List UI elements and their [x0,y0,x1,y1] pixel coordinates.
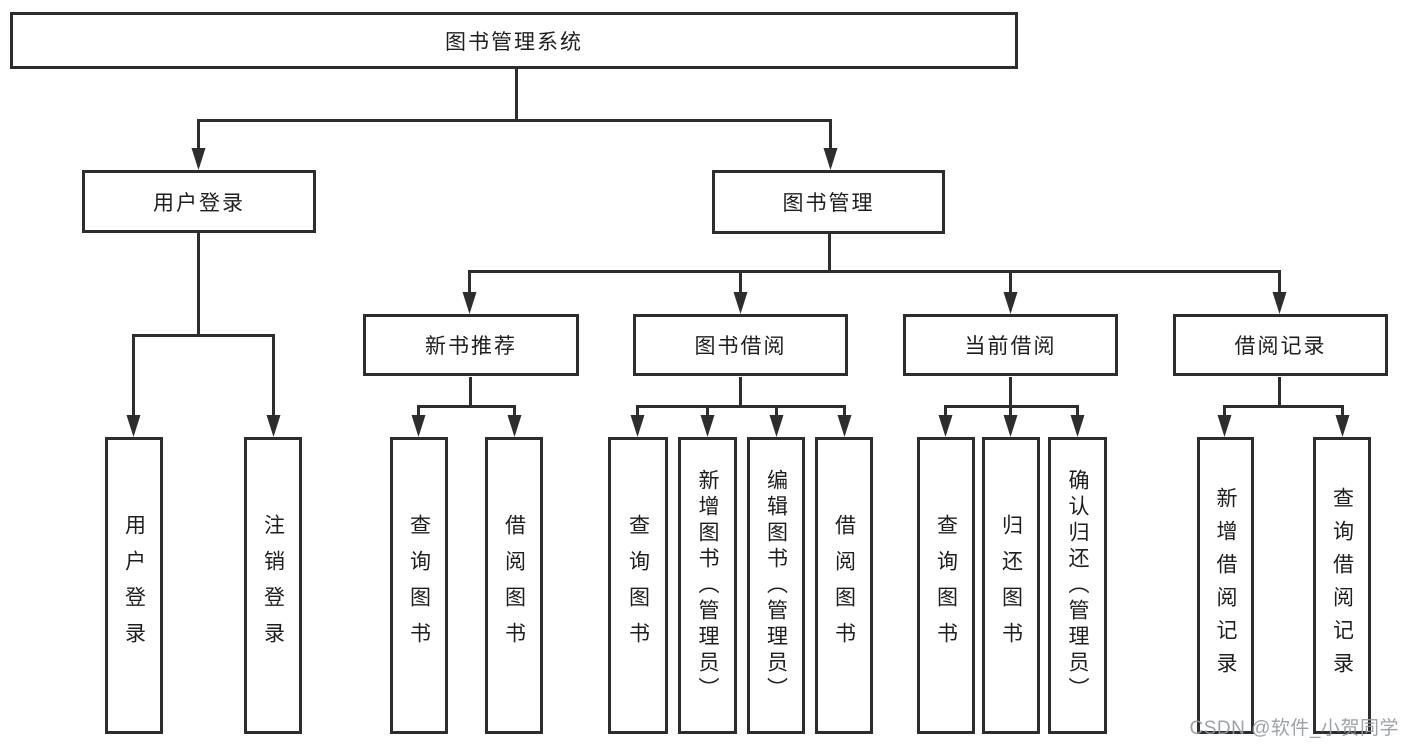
node-label: 借阅图书 [502,513,526,658]
node-label: 新增借阅记录 [1214,486,1237,685]
leaf-logout: 注销登录 [244,437,302,734]
csdn-watermark: CSDN @软件_小贺同学 [1189,718,1399,739]
arrowhead-icon [700,415,715,437]
arrowhead-icon [1003,292,1018,314]
node-library-system: 图书管理系统 [10,12,1018,69]
arrowhead-icon [938,415,953,437]
arrowhead-icon [411,415,426,437]
arrowhead-icon [1272,292,1287,314]
node-label: 图书管理系统 [445,30,583,54]
arrowhead-icon [769,415,784,437]
arrowhead-icon [733,292,748,314]
node-label: 归还图书 [999,513,1023,658]
node-label: 查询图书 [934,513,958,658]
node-new-book-recommend: 新书推荐 [363,314,579,376]
node-label: 图书借阅 [694,335,787,358]
node-label: 查询图书 [407,513,431,658]
arrowhead-icon [1003,415,1018,437]
arrowhead-icon [630,415,645,437]
arrowhead-icon [126,415,141,437]
arrowhead-icon [1335,415,1350,437]
node-user-login: 用户登录 [82,170,316,233]
arrowhead-icon [462,292,477,314]
leaf-query-books: 查询图书 [390,437,448,734]
node-label: 新增图书（管理员） [696,468,719,703]
leaf-edit-books-admin: 编辑图书（管理员） [747,437,805,734]
leaf-user-login: 用户登录 [105,437,163,734]
node-label: 查询借阅记录 [1330,486,1354,685]
node-label: 图书管理 [782,192,875,215]
node-label: 新书推荐 [425,335,517,358]
leaf-query-borrow-record: 查询借阅记录 [1313,437,1371,734]
leaf-confirm-return-admin: 确认归还（管理员） [1048,437,1107,734]
leaf-query-books: 查询图书 [917,437,975,734]
node-label: 当前借阅 [964,335,1057,358]
node-label: 查询图书 [626,513,650,658]
node-label: 用户登录 [153,191,245,215]
leaf-return-books: 归还图书 [982,437,1040,734]
node-borrow-records: 借阅记录 [1173,314,1388,376]
node-label: 确认归还（管理员） [1066,468,1089,703]
leaf-add-borrow-record: 新增借阅记录 [1197,437,1254,734]
arrowhead-icon [266,415,281,437]
arrowhead-icon [507,415,522,437]
node-current-borrow: 当前借阅 [903,314,1118,376]
leaf-add-books-admin: 新增图书（管理员） [678,437,737,734]
node-label: 借阅记录 [1234,335,1327,358]
node-label: 借阅图书 [832,513,856,658]
leaf-query-books: 查询图书 [608,437,668,734]
node-book-management: 图书管理 [712,170,945,234]
node-label: 编辑图书（管理员） [764,468,788,703]
node-label: 注销登录 [261,513,285,658]
leaf-borrow-books: 借阅图书 [815,437,873,734]
node-label: 用户登录 [122,513,146,658]
leaf-borrow-books: 借阅图书 [485,437,543,734]
node-book-borrow: 图书借阅 [633,314,848,376]
arrowhead-icon [1070,415,1085,437]
arrowhead-icon [191,148,206,170]
arrowhead-icon [1217,415,1232,437]
arrowhead-icon [837,415,852,437]
arrowhead-icon [823,148,838,170]
